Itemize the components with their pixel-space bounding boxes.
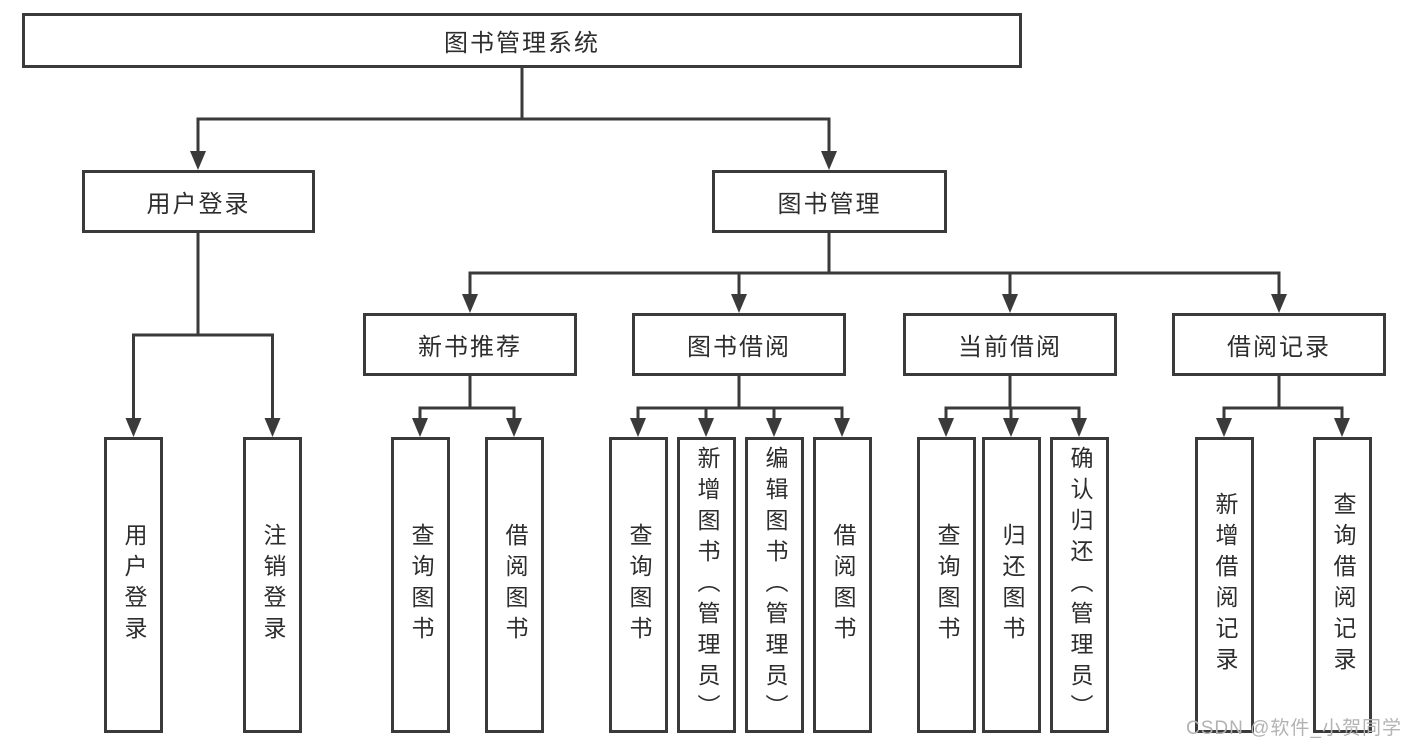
node-root: 图书管理系统	[22, 13, 1022, 68]
node-user-login: 用户登录	[82, 170, 315, 233]
node-current-borrow: 当前借阅	[903, 313, 1117, 376]
leaf-return-books: 归还图书	[982, 437, 1041, 733]
node-book-borrow: 图书借阅	[632, 313, 846, 376]
node-new-book-recommend: 新书推荐	[363, 313, 577, 376]
leaf-user-login: 用户登录	[104, 437, 163, 733]
leaf-borrow-books-recommend: 借阅图书	[485, 437, 544, 733]
csdn-watermark: CSDN @软件_小贺同学	[1186, 718, 1402, 739]
leaf-query-books-borrow: 查询图书	[609, 437, 668, 733]
leaf-borrow-books: 借阅图书	[813, 437, 872, 733]
node-book-management: 图书管理	[712, 170, 947, 233]
leaf-add-borrow-record: 新增借阅记录	[1195, 437, 1254, 733]
leaf-confirm-return-admin: 确认归还（管理员）	[1050, 437, 1109, 733]
node-borrow-records: 借阅记录	[1172, 313, 1386, 376]
leaf-add-books-admin: 新增图书（管理员）	[677, 437, 736, 733]
leaf-query-books-current: 查询图书	[917, 437, 976, 733]
leaf-logout: 注销登录	[243, 437, 302, 733]
leaf-query-borrow-record: 查询借阅记录	[1313, 437, 1372, 733]
leaf-edit-books-admin: 编辑图书（管理员）	[745, 437, 804, 733]
leaf-query-books-recommend: 查询图书	[391, 437, 450, 733]
